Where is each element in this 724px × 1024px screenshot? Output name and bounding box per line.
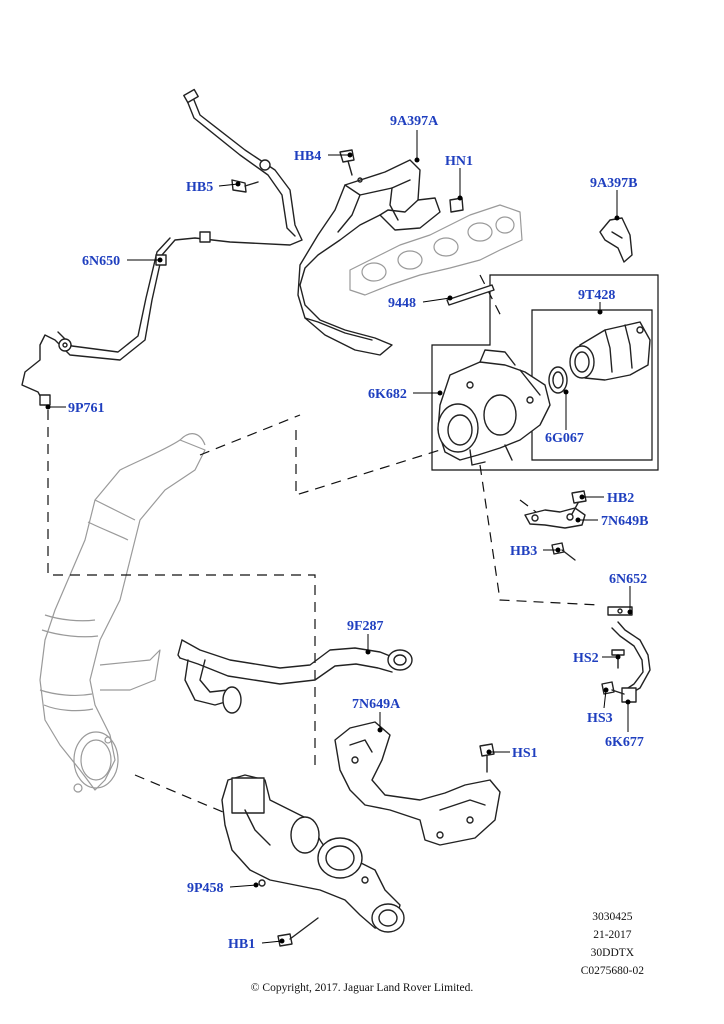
label-6N650[interactable]: 6N650 <box>82 254 120 269</box>
bracket-7N649A <box>334 721 501 846</box>
catalyst-9T428 <box>569 321 651 381</box>
label-HN1[interactable]: HN1 <box>445 154 473 169</box>
label-HB3[interactable]: HB3 <box>510 544 537 559</box>
copyright-notice: © Copyright, 2017. Jaguar Land Rover Lim… <box>250 982 474 994</box>
label-HB2[interactable]: HB2 <box>607 491 634 506</box>
label-HS2[interactable]: HS2 <box>573 651 599 666</box>
ghost-intake-duct <box>39 433 206 793</box>
label-9A397A[interactable]: 9A397A <box>390 114 439 129</box>
seal-6G067 <box>548 366 568 394</box>
label-6K682[interactable]: 6K682 <box>368 387 407 402</box>
heat-shield-9A397A <box>297 159 441 356</box>
label-7N649A[interactable]: 7N649A <box>352 697 401 712</box>
label-9A397B[interactable]: 9A397B <box>590 176 637 191</box>
gasket-9448 <box>446 284 495 306</box>
label-9T428[interactable]: 9T428 <box>578 288 615 303</box>
egr-valve-9P458 <box>221 774 405 933</box>
reference-line-1: 3030425 <box>592 911 633 923</box>
bolt-HB3 <box>551 542 576 561</box>
exhaust-manifold <box>349 204 523 296</box>
label-6K677[interactable]: 6K677 <box>605 735 644 750</box>
label-HS3[interactable]: HS3 <box>587 711 613 726</box>
reference-line-3: 30DDTX <box>590 947 635 959</box>
label-HS1[interactable]: HS1 <box>512 746 538 761</box>
label-6N652[interactable]: 6N652 <box>609 572 647 587</box>
reference-line-2: 21-2017 <box>593 929 632 941</box>
label-7N649B[interactable]: 7N649B <box>601 514 648 529</box>
label-9448[interactable]: 9448 <box>388 296 416 311</box>
reference-line-4: C0275680-02 <box>580 965 644 977</box>
heat-shield-9A397B <box>599 217 633 263</box>
hose-9F287 <box>177 639 413 714</box>
leader-lines <box>45 130 633 944</box>
bolt-HB5 <box>231 179 259 193</box>
label-HB1[interactable]: HB1 <box>228 937 255 952</box>
reference-block: 3030425 21-2017 30DDTX C0275680-02 <box>581 908 644 980</box>
pipe-6N650 <box>21 88 303 406</box>
bolt-HS1 <box>479 743 495 773</box>
label-9F287[interactable]: 9F287 <box>347 619 384 634</box>
bolt-HB2 <box>571 490 587 515</box>
label-6G067[interactable]: 6G067 <box>545 431 584 446</box>
label-9P761[interactable]: 9P761 <box>68 401 105 416</box>
callout-labels: 9A397A HB4 HN1 HB5 9A397B 6N650 9T428 94… <box>68 114 648 952</box>
label-HB5[interactable]: HB5 <box>186 180 213 195</box>
turbocharger-6K682 <box>437 349 551 466</box>
assembly-dashed-lines <box>47 274 601 816</box>
label-9P458[interactable]: 9P458 <box>187 881 224 896</box>
label-HB4[interactable]: HB4 <box>294 149 321 164</box>
